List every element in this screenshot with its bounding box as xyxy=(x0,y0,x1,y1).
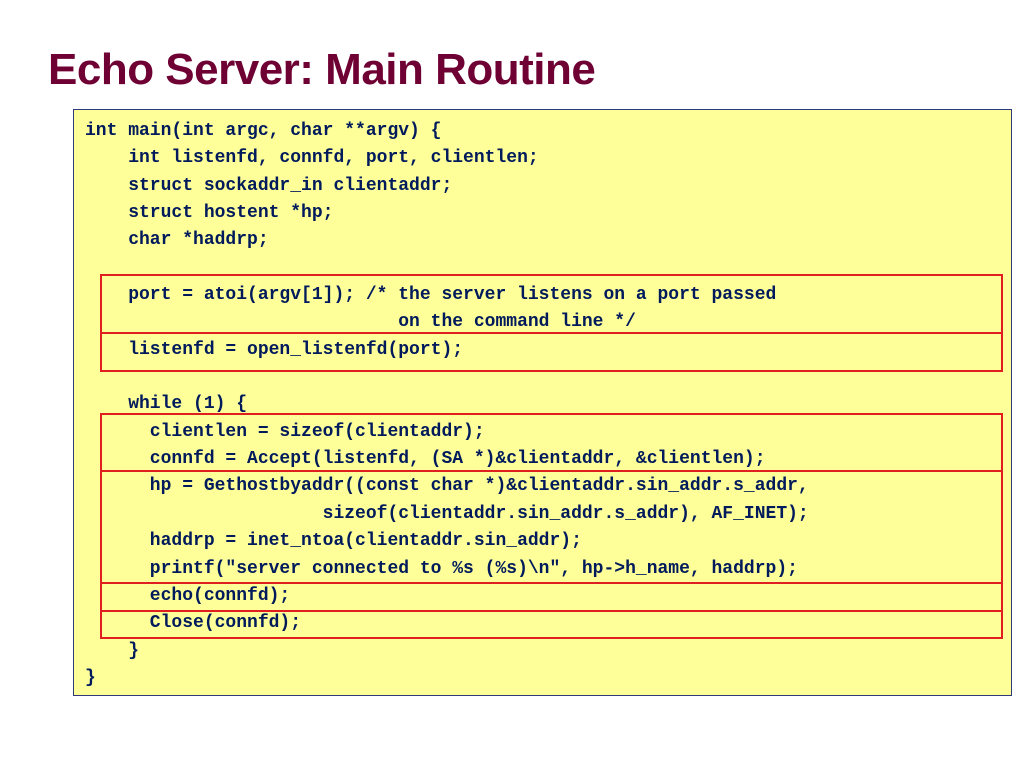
code-line: printf("server connected to %s (%s)\n", … xyxy=(85,558,798,579)
code-listing: int main(int argc, char **argv) { int li… xyxy=(73,109,1012,696)
code-line: while (1) { xyxy=(85,394,248,415)
code-line: hp = Gethostbyaddr((const char *)&client… xyxy=(85,476,809,497)
code-line: echo(connfd); xyxy=(85,585,291,606)
code-line xyxy=(85,364,809,391)
code-line: struct hostent *hp; xyxy=(85,203,334,224)
code-line: haddrp = inet_ntoa(clientaddr.sin_addr); xyxy=(85,531,582,552)
code-line: port = atoi(argv[1]); /* the server list… xyxy=(85,285,777,306)
code-line: sizeof(clientaddr.sin_addr.s_addr), AF_I… xyxy=(85,503,809,524)
code-line: connfd = Accept(listenfd, (SA *)&clienta… xyxy=(85,449,766,470)
code-line: on the command line */ xyxy=(85,312,636,333)
code-lines: int main(int argc, char **argv) { int li… xyxy=(85,118,809,692)
code-line: struct sockaddr_in clientaddr; xyxy=(85,175,453,196)
code-line: clientlen = sizeof(clientaddr); xyxy=(85,421,485,442)
code-line: } xyxy=(85,640,140,661)
code-line: Close(connfd); xyxy=(85,613,302,634)
slide-title: Echo Server: Main Routine xyxy=(48,45,596,94)
code-line: } xyxy=(85,667,96,688)
code-line: listenfd = open_listenfd(port); xyxy=(85,339,464,360)
code-line: char *haddrp; xyxy=(85,230,269,251)
code-line: int listenfd, connfd, port, clientlen; xyxy=(85,148,539,169)
code-line: int main(int argc, char **argv) { xyxy=(85,121,442,141)
code-line xyxy=(85,255,809,282)
